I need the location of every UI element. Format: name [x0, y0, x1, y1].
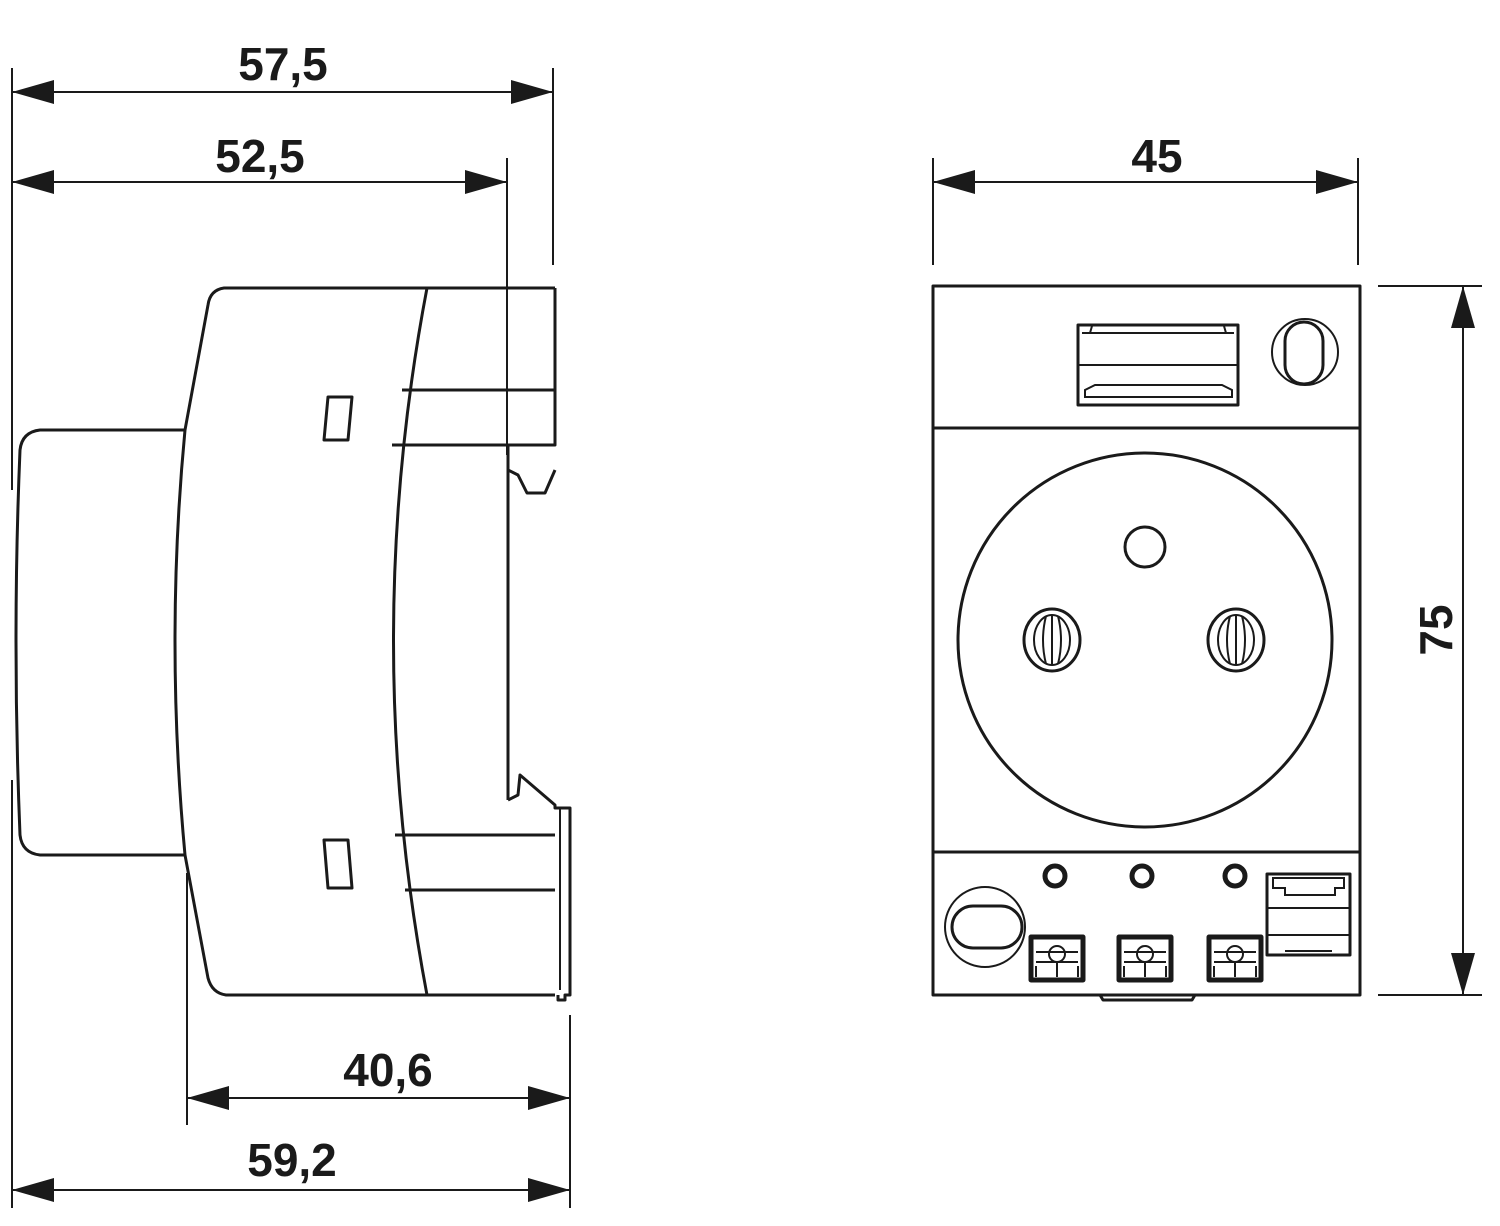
arrowhead: [1451, 286, 1475, 328]
arrowhead: [511, 80, 553, 104]
bottom-tab: [1098, 994, 1197, 1002]
housing-lines: [392, 388, 555, 892]
body-outline: [173, 286, 555, 997]
terminal: [1116, 934, 1174, 983]
dim-label-40-6: 40,6: [343, 1044, 433, 1096]
top-test-port: [1271, 318, 1339, 386]
arrowhead: [12, 1178, 54, 1202]
arrowhead: [1451, 953, 1475, 995]
arrowhead: [933, 170, 975, 194]
socket-face: [956, 451, 1334, 829]
bottom-connector: [1265, 872, 1352, 957]
indicator-led: [1129, 863, 1155, 889]
dim-label-52-5: 52,5: [215, 130, 305, 182]
arrowhead: [528, 1086, 570, 1110]
top-connector: [1076, 323, 1240, 407]
indicator-led: [1222, 863, 1248, 889]
dim-label-59-2: 59,2: [247, 1134, 337, 1186]
arrowhead: [465, 170, 507, 194]
arrowhead: [12, 170, 54, 194]
slot-upper: [322, 395, 354, 442]
front-outline: [931, 284, 1362, 997]
arrowhead: [1316, 170, 1358, 194]
body-band-curve: [392, 287, 429, 996]
side-view: 57,5 52,5 40,6 59,2: [11, 38, 572, 1208]
rail-clip-lower: [507, 773, 572, 1002]
indicator-led: [1042, 863, 1068, 889]
dim-label-45: 45: [1131, 130, 1182, 182]
arrowhead: [528, 1178, 570, 1202]
front-view: 45 75: [931, 130, 1482, 1002]
slot-lower: [322, 838, 354, 890]
neutral-contact: [1206, 607, 1266, 673]
dim-label-57-5: 57,5: [238, 38, 328, 90]
dim-label-75: 75: [1410, 604, 1462, 655]
terminal: [1028, 934, 1086, 983]
bottom-test-port: [944, 886, 1026, 968]
rail-clip-upper: [506, 288, 557, 800]
earth-pin: [1123, 525, 1167, 569]
arrowhead: [187, 1086, 229, 1110]
terminal: [1206, 934, 1264, 983]
live-contact: [1022, 607, 1082, 673]
arrowhead: [12, 80, 54, 104]
front-cap-outline: [14, 428, 185, 857]
socket-outlet: [956, 451, 1334, 829]
